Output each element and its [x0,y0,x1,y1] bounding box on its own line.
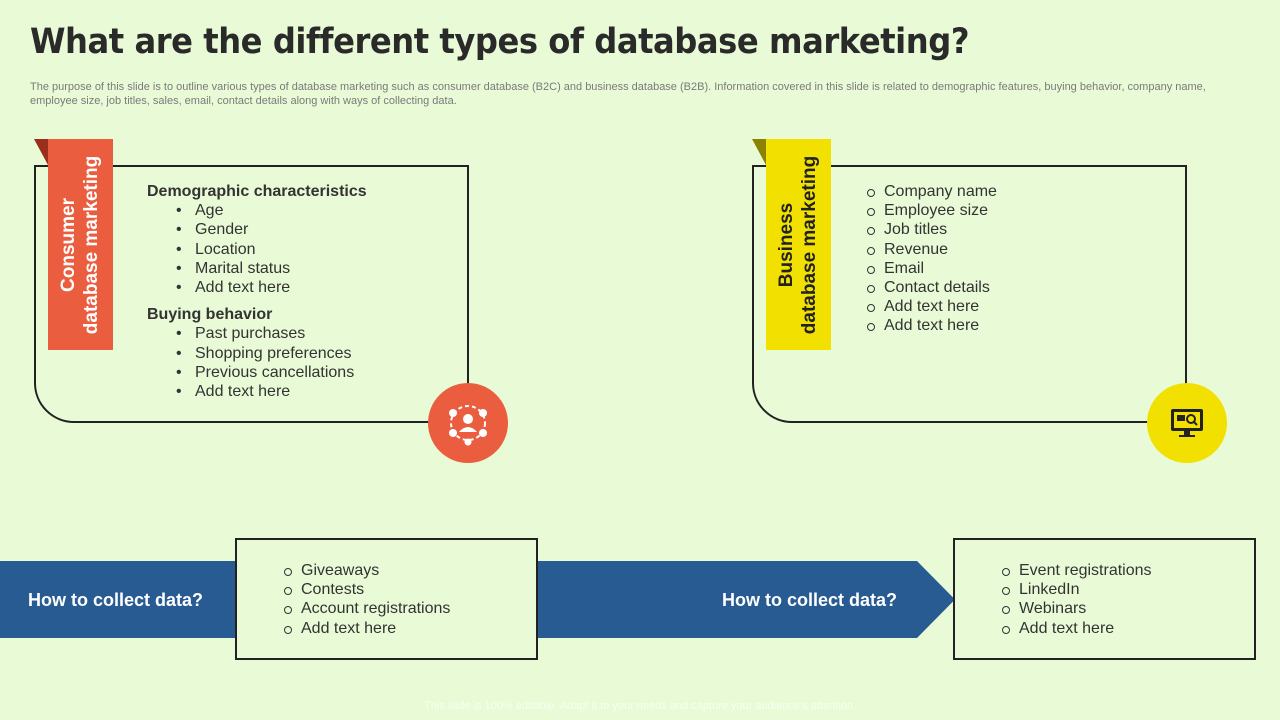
buying-behavior-list: Past purchases Shopping preferences Prev… [147,324,367,401]
list-item: Shopping preferences [147,344,367,363]
demographic-heading: Demographic characteristics [147,183,367,200]
collect-list-left: Giveaways Contests Account registrations… [283,561,450,638]
collect-box-left [235,538,538,660]
list-item: Gender [147,220,367,239]
business-list: Company name Employee size Job titles Re… [866,182,997,336]
list-item: Account registrations [283,599,450,618]
list-item: Giveaways [283,561,450,580]
business-tab-line1: Business [776,202,798,287]
list-item: Location [147,240,367,259]
consumer-tab: Consumer database marketing [48,139,113,350]
page-title: What are the different types of database… [30,22,970,62]
customer-network-icon [428,383,508,463]
collect-data-label-left: How to collect data? [28,590,204,610]
list-item: Contests [283,580,450,599]
footer-note: This slide is 100% editable. Adapt it to… [424,700,856,712]
collect-data-label-right: How to collect data? [722,590,898,610]
collect-content-right: Event registrations LinkedIn Webinars Ad… [1001,561,1152,638]
business-tab-line2: database marketing [799,155,821,334]
collect-box-right [953,538,1256,660]
buying-behavior-heading: Buying behavior [147,306,273,324]
collect-content-left: Giveaways Contests Account registrations… [283,561,450,638]
list-item: Add text here [283,619,450,638]
list-item: Add text here [866,297,997,316]
monitor-analytics-icon [1147,383,1227,463]
consumer-card [34,165,469,423]
list-item: Email [866,259,997,278]
list-item: Contact details [866,278,997,297]
consumer-tab-line2: database marketing [81,155,103,334]
list-item: Past purchases [147,324,367,343]
business-card [752,165,1187,423]
list-item: Add text here [147,278,367,297]
list-item: Add text here [1001,619,1152,638]
consumer-content: Demographic characteristics Age Gender L… [147,182,367,401]
consumer-tab-fold [34,139,48,165]
collect-list-right: Event registrations LinkedIn Webinars Ad… [1001,561,1152,638]
list-item: Event registrations [1001,561,1152,580]
list-item: Add text here [866,316,997,335]
list-item: Age [147,201,367,220]
list-item: Job titles [866,220,997,239]
consumer-tab-line1: Consumer [58,197,80,292]
list-item: LinkedIn [1001,580,1152,599]
list-item: Marital status [147,259,367,278]
list-item: Revenue [866,240,997,259]
business-content: Company name Employee size Job titles Re… [866,182,997,336]
business-tab-fold [752,139,766,165]
list-item: Employee size [866,201,997,220]
list-item: Previous cancellations [147,363,367,382]
list-item: Webinars [1001,599,1152,618]
list-item: Company name [866,182,997,201]
demographic-list: Age Gender Location Marital status Add t… [147,201,367,297]
list-item: Add text here [147,382,367,401]
business-tab: Business database marketing [766,139,831,350]
page-subtitle: The purpose of this slide is to outline … [30,81,1206,107]
